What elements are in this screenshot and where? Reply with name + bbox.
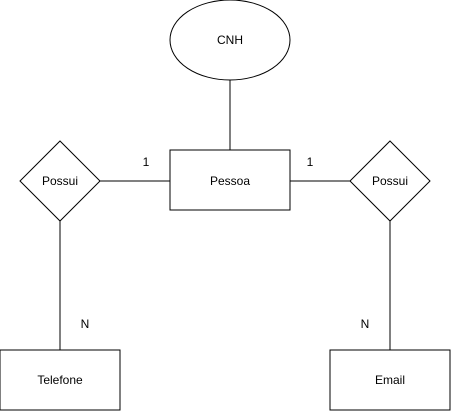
entity-email-box <box>329 349 451 411</box>
entity-pessoa-label: Pessoa <box>210 174 250 188</box>
entity-pessoa-box <box>169 149 291 211</box>
attribute-cnh[interactable]: CNH <box>169 0 291 81</box>
entity-email[interactable]: Email <box>329 349 451 411</box>
cardinality-telefone: N <box>81 317 90 331</box>
relationship-possui-right[interactable]: Possui <box>349 140 431 222</box>
cardinality-right-pessoa: 1 <box>307 155 314 169</box>
cardinality-left-pessoa: 1 <box>143 155 150 169</box>
entity-email-label: Email <box>375 373 405 387</box>
attribute-cnh-label: CNH <box>217 33 243 47</box>
entity-telefone[interactable]: Telefone <box>0 349 121 411</box>
entity-telefone-box <box>0 349 121 411</box>
relationship-possui-right-label: Possui <box>372 174 408 188</box>
entity-pessoa[interactable]: Pessoa <box>169 149 291 211</box>
relationship-possui-left[interactable]: Possui <box>19 140 101 222</box>
relationship-possui-left-label: Possui <box>42 174 78 188</box>
relationship-possui-right-diamond <box>349 140 431 222</box>
cardinality-email: N <box>361 317 370 331</box>
entity-telefone-label: Telefone <box>37 373 83 387</box>
relationship-possui-left-diamond <box>19 140 101 222</box>
attribute-cnh-ellipse <box>169 0 291 81</box>
